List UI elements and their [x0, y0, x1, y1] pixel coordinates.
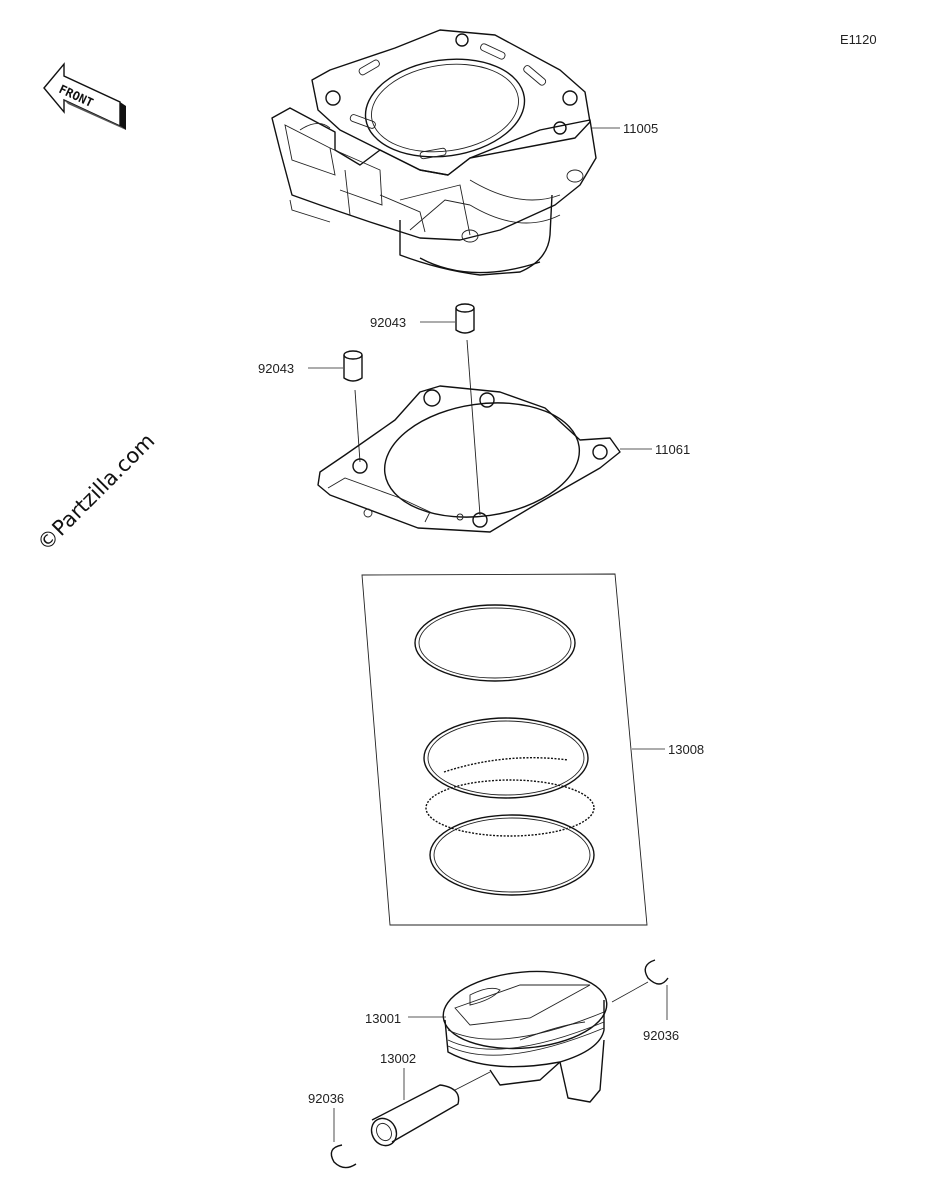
piston-ring-set-illustration	[361, 573, 648, 926]
alignment-line-2	[354, 389, 361, 463]
front-direction-arrow-icon: FRONT	[43, 62, 126, 130]
circlip-right-illustration	[644, 959, 669, 985]
cylinder-gasket-illustration	[317, 385, 621, 533]
part-number-piston-pin[interactable]: 13002	[380, 1051, 416, 1066]
part-number-gasket[interactable]: 11061	[655, 442, 690, 457]
dowel-pin-left-illustration	[343, 350, 363, 382]
circlip-left-illustration	[330, 1144, 357, 1169]
alignment-line-1	[466, 339, 481, 516]
watermark: ©Partzilla.com	[33, 429, 160, 556]
part-number-cylinder[interactable]: 11005	[623, 121, 658, 136]
part-number-circlip-left[interactable]: 92036	[308, 1091, 344, 1106]
dowel-pin-top-illustration	[455, 303, 475, 334]
part-number-dowel-pin-left[interactable]: 92043	[258, 361, 294, 376]
piston-illustration	[442, 970, 608, 1103]
leader-circlip-axis	[611, 981, 649, 1003]
diagram-code: E1120	[840, 32, 877, 47]
part-number-circlip-right[interactable]: 92036	[643, 1028, 679, 1043]
leader-pin-axis	[454, 1071, 491, 1091]
piston-pin-illustration	[370, 1084, 460, 1147]
part-number-piston[interactable]: 13001	[365, 1011, 401, 1026]
cylinder-illustration	[271, 29, 597, 276]
part-number-dowel-pin-top[interactable]: 92043	[370, 315, 406, 330]
part-number-ring-set[interactable]: 13008	[668, 742, 704, 757]
